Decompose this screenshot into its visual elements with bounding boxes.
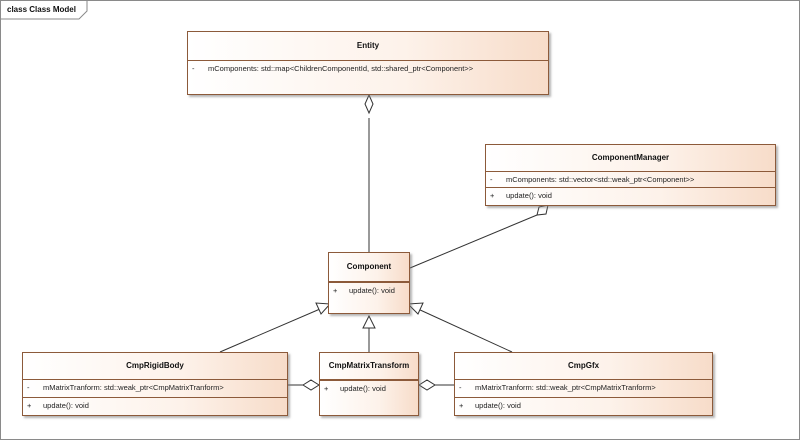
operation-item[interactable]: + update(): void [320, 383, 418, 395]
attributes-section: - mComponents: std::vector<std::weak_ptr… [486, 171, 775, 187]
operation-text: update(): void [506, 191, 552, 200]
operations-section: + update(): void [329, 282, 409, 297]
visibility-marker: - [27, 383, 30, 392]
frame-tab: class Class Model [1, 1, 88, 20]
operation-item[interactable]: + update(): void [329, 285, 409, 297]
operation-text: update(): void [475, 401, 521, 410]
generalization-arrow-rigidbody [315, 302, 332, 315]
attribute-item[interactable]: - mMatrixTranform: std::weak_ptr<CmpMatr… [455, 382, 712, 394]
visibility-marker: - [192, 64, 195, 73]
operations-section: + update(): void [320, 380, 418, 395]
frame-title: class Class Model [7, 5, 76, 14]
attributes-section [320, 379, 418, 380]
visibility-marker: - [490, 175, 493, 184]
visibility-marker: + [490, 191, 495, 200]
attributes-section: - mComponents: std::map<ChildrenComponen… [188, 60, 548, 75]
visibility-marker: + [27, 401, 32, 410]
generalization-arrow-gfx [406, 302, 424, 315]
attributes-section [329, 281, 409, 282]
class-entity[interactable]: Entity - mComponents: std::map<ChildrenC… [187, 31, 549, 95]
attribute-text: mComponents: std::map<ChildrenComponentI… [208, 64, 474, 73]
operation-item[interactable]: + update(): void [23, 400, 287, 412]
visibility-marker: + [333, 286, 338, 295]
operations-section: + update(): void [455, 397, 712, 412]
operations-section: + update(): void [23, 397, 287, 412]
attribute-item[interactable]: - mComponents: std::map<ChildrenComponen… [188, 63, 548, 75]
operation-item[interactable]: + update(): void [486, 190, 775, 202]
aggregation-diamond-matrix-left [302, 379, 320, 391]
attributes-section: - mMatrixTranform: std::weak_ptr<CmpMatr… [23, 379, 287, 397]
class-cmp-matrix-transform[interactable]: CmpMatrixTransform + update(): void [319, 352, 419, 416]
class-name: CmpGfx [567, 361, 600, 370]
class-cmp-gfx[interactable]: CmpGfx - mMatrixTranform: std::weak_ptr<… [454, 352, 713, 416]
visibility-marker: - [459, 383, 462, 392]
class-name: Component [346, 262, 392, 271]
operation-text: update(): void [340, 384, 386, 393]
operation-item[interactable]: + update(): void [455, 400, 712, 412]
generalization-rigidbody-component[interactable] [219, 308, 321, 353]
operation-text: update(): void [349, 286, 395, 295]
generalization-gfx-component[interactable] [417, 308, 513, 353]
aggregation-diamond-manager [536, 204, 549, 216]
generalization-arrow-matrix [362, 314, 376, 329]
visibility-marker: + [459, 401, 464, 410]
class-component-manager[interactable]: ComponentManager - mComponents: std::vec… [485, 144, 776, 206]
aggregation-manager-component[interactable] [409, 214, 538, 269]
class-name: Entity [356, 41, 380, 50]
visibility-marker: + [324, 384, 329, 393]
attribute-text: mMatrixTranform: std::weak_ptr<CmpMatrix… [43, 383, 224, 392]
class-name: CmpRigidBody [126, 361, 184, 370]
aggregation-diamond-entity [364, 93, 374, 115]
class-component[interactable]: Component + update(): void [328, 252, 410, 314]
class-cmp-rigid-body[interactable]: CmpRigidBody - mMatrixTranform: std::wea… [22, 352, 288, 416]
class-name: CmpMatrixTransform [328, 361, 410, 370]
operation-text: update(): void [43, 401, 89, 410]
frame-tab-outline [1, 1, 88, 20]
attribute-text: mComponents: std::vector<std::weak_ptr<C… [506, 175, 695, 184]
attributes-section: - mMatrixTranform: std::weak_ptr<CmpMatr… [455, 379, 712, 397]
aggregation-diamond-matrix-right [418, 379, 436, 391]
attribute-item[interactable]: - mMatrixTranform: std::weak_ptr<CmpMatr… [23, 382, 287, 394]
attribute-item[interactable]: - mComponents: std::vector<std::weak_ptr… [486, 174, 775, 186]
operations-section: + update(): void [486, 187, 775, 202]
attribute-text: mMatrixTranform: std::weak_ptr<CmpMatrix… [475, 383, 656, 392]
class-name: ComponentManager [591, 153, 670, 162]
